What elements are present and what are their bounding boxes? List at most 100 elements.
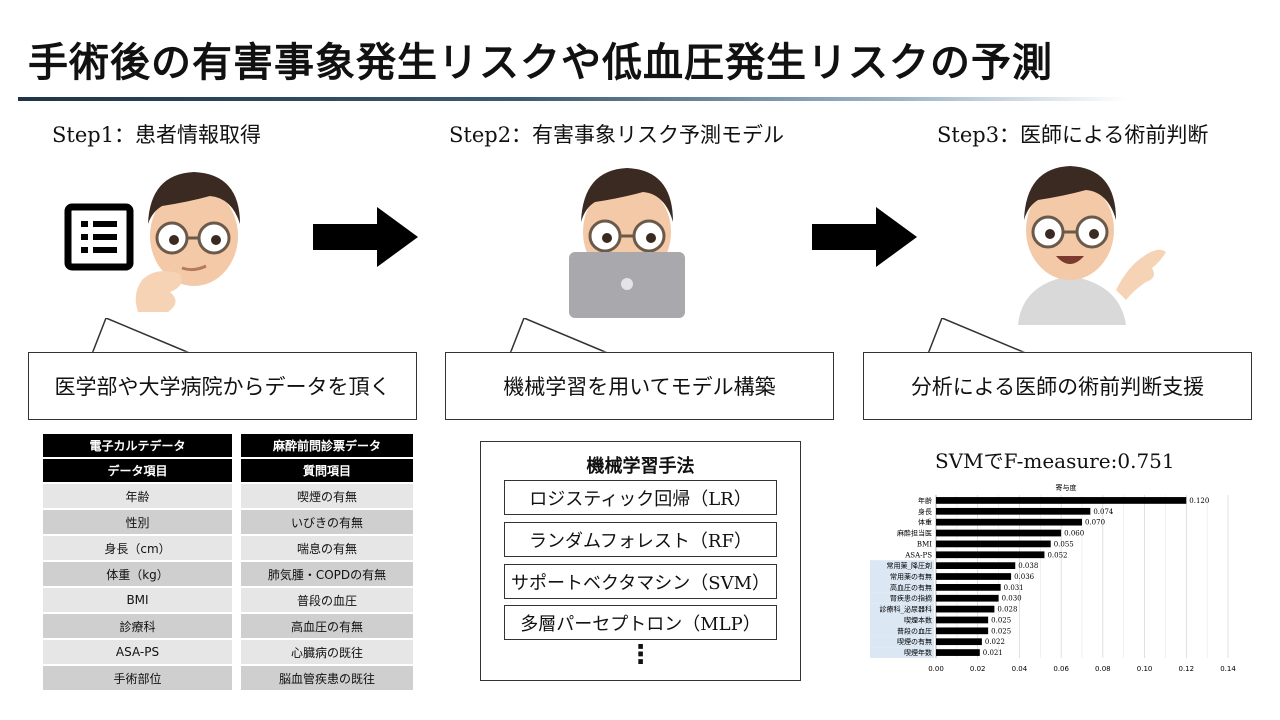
value-label: 0.060 [1064,530,1084,538]
table-row: 性別 [43,510,232,534]
ml-methods-box: 機械学習手法 ロジスティック回帰（LR） ランダムフォレスト（RF） サポートベ… [480,441,801,681]
callout-tail [92,318,193,355]
table-row: 年齢 [43,484,232,508]
category-label: 麻酔担当医 [897,529,932,538]
category-label: 常用薬_降圧剤 [887,561,933,570]
table-row: 体重（kg） [43,562,232,586]
chart-title: 寄与度 [1056,483,1077,492]
x-tick-label: 0.08 [1095,665,1111,673]
category-label: 高血圧の有無 [890,583,932,592]
x-tick-label: 0.12 [1178,665,1194,673]
value-label: 0.036 [1014,573,1035,581]
category-label: 体重 [918,518,932,527]
category-label: ASA-PS [904,551,932,559]
value-label: 0.021 [983,649,1003,657]
bar [936,562,1016,570]
title-divider [18,97,1128,101]
anesthesia-table: 麻酔前問診票データ 質問項目 喫煙の有無 いびきの有無 喘息の有無 肺気腫・CO… [241,434,413,692]
table-row: 脳血管疾患の既往 [241,666,413,690]
thinking-avatar [135,172,240,312]
bar [936,529,1062,537]
right-arrow-icon [812,207,917,267]
category-label: 年齢 [918,496,932,505]
bar [936,497,1187,504]
x-tick-label: 0.04 [1012,665,1028,673]
table-row: 診療科 [43,614,232,638]
category-label: 常用薬の有無 [890,572,932,581]
step2-title: Step2：有害事象リスク予測モデル [449,123,785,147]
ehr-table: 電子カルテデータ データ項目 年齢 性別 身長（cm） 体重（kg） BMI 診… [43,434,232,692]
bar [936,649,980,656]
bar [936,540,1051,548]
value-label: 0.025 [991,627,1011,635]
highlight-band [870,571,934,582]
bar [936,627,989,635]
method-item-rf: ランダムフォレスト（RF） [504,522,777,557]
method-item-svm: サポートベクタマシン（SVM） [504,564,777,599]
category-label: 診療科_泌尿器科 [880,605,933,614]
value-label: 0.022 [985,638,1005,646]
step1-callout: 医学部や大学病院からデータを頂く [28,352,417,420]
table-row: 喘息の有無 [241,536,413,560]
slide-title: 手術後の有害事象発生リスクや低血圧発生リスクの予測 [28,40,1053,86]
value-label: 0.055 [1054,540,1074,548]
value-label: 0.031 [1004,584,1024,592]
result-label: SVMでF-measure:0.751 [935,449,1175,473]
bar [936,594,999,602]
bar [936,507,1091,515]
bar [936,583,1001,591]
anesthesia-table-title: 麻酔前問診票データ [241,434,413,457]
highlight-band [870,581,934,593]
category-label: 普段の血圧 [897,626,932,635]
category-label: BMI [917,540,932,548]
value-label: 0.030 [1002,595,1022,603]
ml-methods-title: 機械学習手法 [586,456,695,477]
x-tick-label: 0.06 [1053,665,1069,673]
table-row: 身長（cm） [43,536,232,560]
table-row: 手術部位 [43,666,232,690]
table-row: いびきの有無 [241,510,413,534]
ehr-table-title: 電子カルテデータ [43,434,232,457]
laptop-avatar [569,168,685,318]
step2-callout: 機械学習を用いてモデル構築 [445,352,834,420]
list-icon [64,203,134,271]
anesthesia-table-header: 質問項目 [241,459,413,482]
table-row: 肺気腫・COPDの有無 [241,562,413,586]
highlight-band [870,647,934,658]
x-tick-label: 0.14 [1220,665,1236,673]
category-label: 喫煙の有無 [897,637,932,646]
value-label: 0.052 [1047,551,1067,559]
bar [936,551,1045,559]
table-row: BMI [43,588,232,612]
contribution-chart: 寄与度 0.00 0.02 0.04 0.06 0.08 0.10 0.12 0.14 年齢 0.… [870,483,1236,673]
highlight-band [870,636,934,648]
step1-title: Step1：患者情報取得 [52,123,262,147]
value-label: 0.038 [1018,562,1038,570]
x-tick-label: 0.00 [928,665,944,673]
x-tick-label: 0.10 [1137,665,1153,673]
category-label: 腎疾患の指摘 [890,594,932,603]
value-label: 0.120 [1189,497,1209,505]
highlight-band [870,592,934,604]
method-item-mlp: 多層パーセプトロン（MLP） [504,605,777,640]
presenting-avatar [1018,166,1166,325]
bar [936,605,995,613]
bar [936,638,982,646]
method-item-lr: ロジスティック回帰（LR） [504,480,777,515]
value-label: 0.025 [991,616,1011,624]
value-label: 0.028 [997,606,1017,614]
value-label: 0.070 [1085,519,1105,527]
bar [936,573,1012,580]
callout-tail [928,318,1029,355]
table-row: 心臓病の既往 [241,640,413,664]
category-label: 身長 [918,507,932,516]
highlight-band [870,614,934,626]
right-arrow-icon [313,207,418,267]
x-tick-label: 0.02 [970,665,986,673]
highlight-band [870,603,934,615]
ellipsis-dots: ⋮ [627,640,654,670]
step3-callout: 分析による医師の術前判断支援 [863,352,1252,420]
table-row: 高血圧の有無 [241,614,413,638]
value-label: 0.074 [1093,508,1114,516]
highlight-band [870,625,934,637]
